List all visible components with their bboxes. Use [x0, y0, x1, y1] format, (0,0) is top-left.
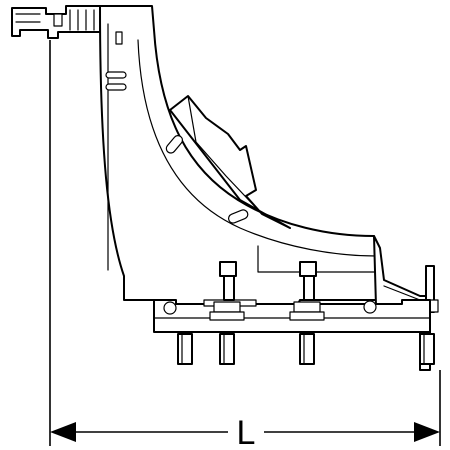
- oval-slot-2: [227, 209, 249, 224]
- slot-mark-2: [105, 83, 127, 91]
- dimension-arrow-left: [50, 422, 76, 442]
- leg-4: [419, 333, 435, 365]
- dimension-label-backdrop: [228, 410, 264, 450]
- clamp-screw-left: [209, 261, 245, 321]
- legs: [177, 333, 435, 365]
- leg-1: [177, 333, 193, 365]
- slot-mark-1: [105, 71, 127, 79]
- leg-2: [219, 333, 235, 365]
- bracket-body: [99, 5, 383, 305]
- top-clip: [11, 5, 101, 39]
- base-hole-right: [363, 300, 377, 314]
- base-hole-left: [163, 301, 177, 315]
- leg-3: [299, 333, 315, 365]
- body-marks: [105, 31, 249, 224]
- dimension-label-l: L: [237, 414, 256, 450]
- slot-mark-top: [115, 31, 123, 45]
- dimension-line: L: [50, 410, 440, 450]
- oval-slot-1: [165, 135, 184, 154]
- dimension-extension-lines: [49, 40, 441, 446]
- clamp-screw-right: [289, 261, 325, 321]
- dimension-arrow-right: [414, 422, 440, 442]
